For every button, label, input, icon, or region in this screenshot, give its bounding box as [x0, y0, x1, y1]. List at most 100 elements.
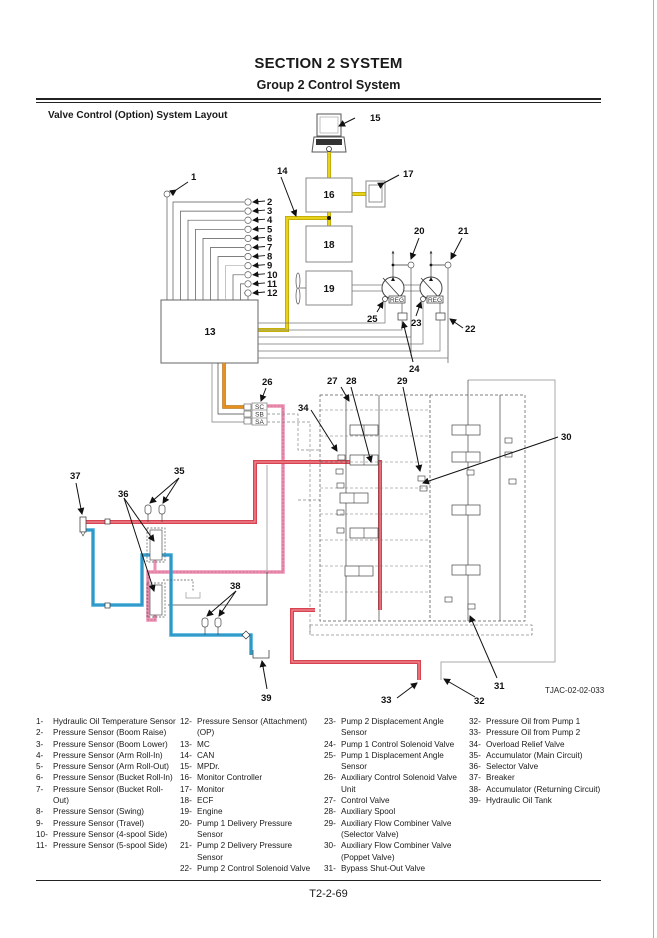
- legend-item-number: 35-: [469, 750, 481, 760]
- legend-item: 4-Pressure Sensor (Arm Roll-In): [36, 750, 178, 761]
- legend-item-text: Pressure Sensor (Travel): [53, 818, 145, 828]
- legend-item: 25-Pump 1 Displacement Angle Sensor: [324, 750, 466, 773]
- legend-item: 14-CAN: [180, 750, 320, 761]
- callout-7: 7: [267, 243, 272, 254]
- mc-box: 13: [160, 299, 259, 364]
- signal-line: [258, 320, 412, 338]
- legend-item: 11-Pressure Sensor (5-spool Side): [36, 840, 178, 851]
- diagram-title: Valve Control (Option) System Layout: [48, 110, 228, 121]
- legend-item-text: Bypass Shut-Out Valve: [341, 863, 426, 873]
- callout-21: 21: [458, 226, 469, 237]
- control-valve-block: [309, 379, 556, 680]
- legend-item-number: 29-: [324, 818, 336, 828]
- pressure-sensor-icon: [244, 198, 252, 206]
- pilot-pink-line: [146, 404, 285, 622]
- legend-item-number: 7-: [36, 784, 44, 794]
- legend-item-number: 38-: [469, 784, 481, 794]
- signal-line: [258, 302, 424, 345]
- pressure-sensor-icon: [244, 271, 252, 279]
- pressure-sensor-icon: [244, 225, 252, 233]
- control-valve-spools: [320, 409, 517, 610]
- legend-item-text: Pressure Sensor (Bucket Roll-Out): [53, 784, 164, 806]
- valve-icon: [335, 468, 344, 475]
- footer-rule: [36, 880, 601, 881]
- legend-item: 27-Control Valve: [324, 795, 466, 806]
- callout-38: 38: [230, 581, 241, 592]
- svg-text:REG: REG: [390, 297, 404, 304]
- legend-item: 33-Pressure Oil from Pump 2: [469, 727, 609, 738]
- pump-1-icon: REG: [381, 250, 411, 304]
- callout-39: 39: [261, 693, 272, 704]
- legend-item-text: MPDr.: [197, 762, 220, 772]
- callout-arrow: [252, 253, 266, 260]
- callout-36: 36: [118, 489, 129, 500]
- svg-text:REG: REG: [428, 297, 442, 304]
- sensor-wire: [202, 238, 244, 300]
- engine-pump-shaft: [352, 284, 421, 292]
- valve-icon: [337, 454, 346, 461]
- legend-column-2: 12-Pressure Sensor (Attachment) (OP)13-M…: [180, 716, 320, 874]
- legend-item: 5- Pressure Sensor (Arm Roll-Out): [36, 761, 178, 772]
- legend-item-number: 21-: [180, 841, 192, 851]
- pressure-sensor-icon: [244, 280, 252, 288]
- legend-item-text: Pump 1 Delivery Pressure Sensor: [197, 818, 293, 839]
- signal-line: [258, 320, 449, 359]
- legend-item-number: 9-: [36, 818, 44, 828]
- legend-item-text: Engine: [197, 807, 223, 817]
- callout-25: 25: [367, 314, 378, 325]
- legend-item-text: Pressure Sensor (5-spool Side): [53, 841, 168, 851]
- callout-1: 1: [191, 172, 197, 183]
- legend-item: 18-ECF: [180, 795, 320, 806]
- callout-30: 30: [561, 432, 572, 443]
- legend-item-number: 32-: [469, 717, 481, 726]
- legend-item: 12-Pressure Sensor (Attachment) (OP): [180, 716, 320, 739]
- callout-9: 9: [267, 261, 272, 272]
- sensor-wiring: [163, 190, 171, 300]
- legend-item-text: Auxiliary Control Solenoid Valve Unit: [341, 773, 457, 794]
- legend-item-number: 25-: [324, 750, 336, 760]
- svg-text:13: 13: [204, 327, 216, 338]
- legend-item-number: 39-: [469, 796, 481, 806]
- legend-item-text: Breaker: [486, 773, 515, 783]
- legend-item-text: ECF: [197, 796, 214, 806]
- legend-item: 16-Monitor Controller: [180, 772, 320, 783]
- figure-id: TJAC-02-02-033: [545, 686, 605, 695]
- callout-15: 15: [370, 113, 381, 124]
- legend-item: 19-Engine: [180, 806, 320, 817]
- pump-sensors-and-solenoids: [397, 261, 452, 363]
- legend-item-text: Pressure Sensor (Arm Roll-Out): [53, 762, 170, 772]
- svg-text:16: 16: [323, 190, 335, 201]
- legend-item: 23-Pump 2 Displacement Angle Sensor: [324, 716, 466, 739]
- legend-item: 3-Pressure Sensor (Boom Lower): [36, 739, 178, 750]
- pressure-sensor-icon: [244, 216, 252, 224]
- legend-item: 29-Auxiliary Flow Combiner Valve (Select…: [324, 818, 466, 841]
- legend-item: 30- Auxiliary Flow Combiner Valve (Poppet…: [324, 840, 466, 863]
- legend-item: 9- Pressure Sensor (Travel): [36, 818, 178, 829]
- callout-34: 34: [298, 403, 309, 414]
- callout-17: 17: [403, 169, 414, 180]
- legend-item: 38-Accumulator (Returning Circuit): [469, 784, 609, 795]
- hydraulic-tank-icon: [252, 650, 270, 659]
- legend-item: 6-Pressure Sensor (Bucket Roll-In): [36, 772, 178, 783]
- callout-29: 29: [397, 376, 408, 387]
- legend-item-text: Pressure Sensor (4-spool Side): [53, 829, 168, 839]
- legend-item-number: 5-: [36, 762, 44, 772]
- breaker-icon: [79, 516, 87, 537]
- legend-item: 36- Selector Valve: [469, 761, 609, 772]
- pressure-sensor-icon: [244, 289, 252, 297]
- signal-line: [258, 320, 441, 352]
- engine-box: 19: [305, 270, 353, 306]
- legend-item-number: 22-: [180, 863, 192, 873]
- svg-text:SB: SB: [255, 412, 264, 419]
- legend-item-number: 36-: [469, 762, 481, 772]
- legend-item-text: Accumulator (Main Circuit): [486, 750, 583, 760]
- legend-item-number: 30-: [324, 841, 336, 851]
- callout-20: 20: [414, 226, 425, 237]
- legend-item-text: Auxiliary Flow Combiner Valve (Poppet Va…: [341, 841, 452, 862]
- legend-item-text: Pump 2 Control Solenoid Valve: [197, 863, 311, 873]
- legend-item-text: Selector Valve: [486, 762, 539, 772]
- legend-item: 10-Pressure Sensor (4-spool Side): [36, 829, 178, 840]
- mpdr-laptop-icon: [311, 113, 347, 153]
